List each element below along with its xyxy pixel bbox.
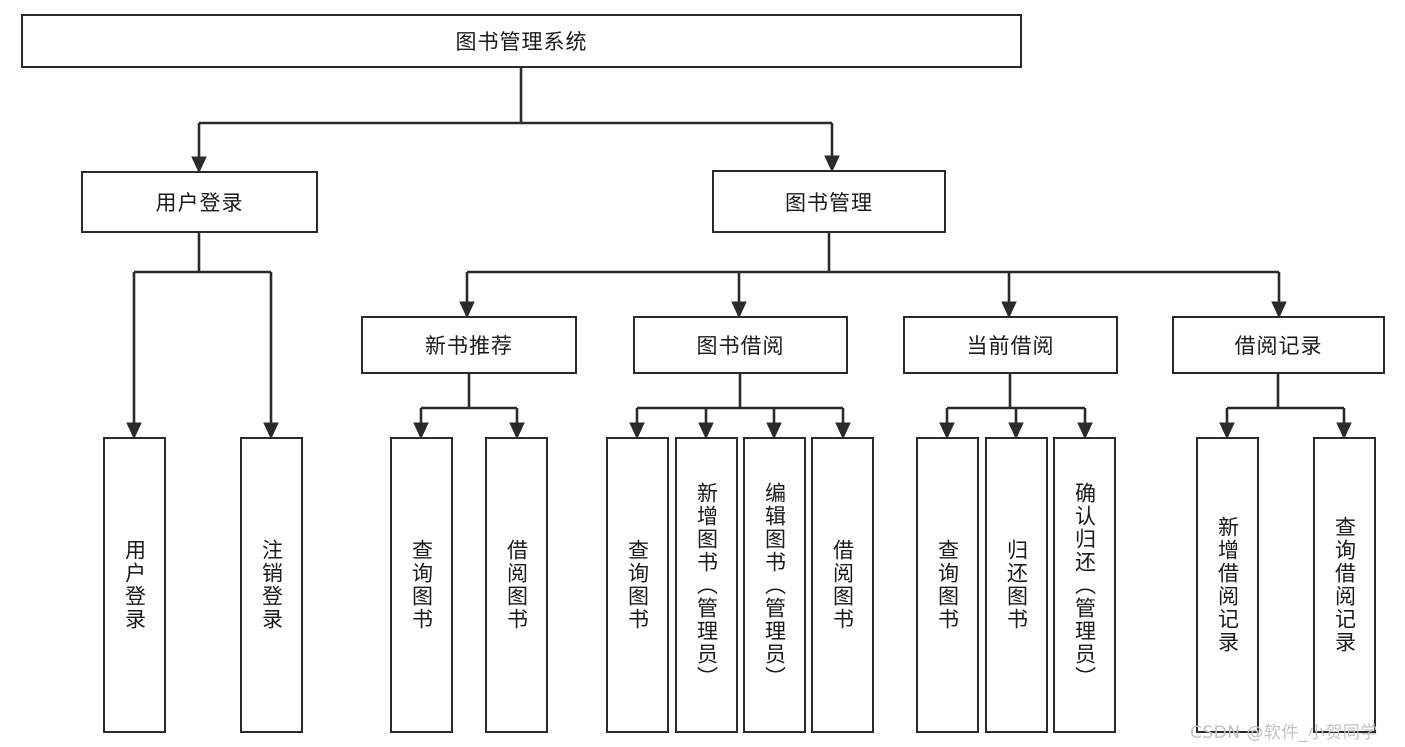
node-borrow-record[interactable]: 借阅记录 bbox=[1172, 316, 1385, 374]
watermark-text: CSDN @软件_小贺同学 bbox=[1190, 723, 1378, 743]
node-new-book-recommend-label: 新书推荐 bbox=[425, 334, 513, 358]
leaf-user-logout[interactable]: 注销登录 bbox=[240, 437, 303, 733]
leaf-edit-book-label: 编辑图书（管理员） bbox=[762, 481, 787, 689]
node-root-label: 图书管理系统 bbox=[455, 30, 588, 54]
node-borrow-record-label: 借阅记录 bbox=[1234, 334, 1323, 358]
leaf-user-login-label: 用户登录 bbox=[122, 539, 147, 631]
leaf-query-book-3[interactable]: 查询图书 bbox=[916, 437, 979, 733]
leaf-query-book-2[interactable]: 查询图书 bbox=[606, 437, 669, 733]
node-book-manage[interactable]: 图书管理 bbox=[712, 170, 946, 233]
leaf-borrow-book-1-label: 借阅图书 bbox=[504, 539, 529, 631]
leaf-confirm-return[interactable]: 确认归还（管理员） bbox=[1053, 437, 1116, 733]
leaf-confirm-return-label: 确认归还（管理员） bbox=[1072, 481, 1097, 689]
leaf-user-logout-label: 注销登录 bbox=[259, 539, 284, 631]
leaf-user-login[interactable]: 用户登录 bbox=[103, 437, 166, 733]
leaf-add-book-label: 新增图书（管理员） bbox=[694, 481, 719, 689]
node-book-borrow[interactable]: 图书借阅 bbox=[633, 316, 848, 374]
leaf-query-book-1-label: 查询图书 bbox=[409, 539, 434, 631]
leaf-query-book-1[interactable]: 查询图书 bbox=[390, 437, 453, 733]
leaf-query-book-3-label: 查询图书 bbox=[935, 539, 960, 631]
leaf-query-book-2-label: 查询图书 bbox=[625, 539, 650, 631]
leaf-return-book[interactable]: 归还图书 bbox=[985, 437, 1048, 733]
node-root[interactable]: 图书管理系统 bbox=[21, 14, 1022, 68]
leaf-borrow-book-1[interactable]: 借阅图书 bbox=[485, 437, 548, 733]
leaf-borrow-book-2-label: 借阅图书 bbox=[830, 539, 855, 631]
leaf-return-book-label: 归还图书 bbox=[1004, 539, 1029, 631]
leaf-add-record-label: 新增借阅记录 bbox=[1215, 516, 1240, 654]
leaf-add-book[interactable]: 新增图书（管理员） bbox=[675, 437, 738, 733]
node-user-login-label: 用户登录 bbox=[155, 191, 244, 215]
leaf-add-record[interactable]: 新增借阅记录 bbox=[1196, 437, 1259, 733]
leaf-edit-book[interactable]: 编辑图书（管理员） bbox=[743, 437, 806, 733]
node-current-borrow[interactable]: 当前借阅 bbox=[903, 316, 1118, 374]
node-user-login[interactable]: 用户登录 bbox=[81, 171, 318, 233]
node-book-borrow-label: 图书借阅 bbox=[696, 334, 785, 358]
leaf-query-record[interactable]: 查询借阅记录 bbox=[1313, 437, 1376, 733]
node-current-borrow-label: 当前借阅 bbox=[966, 334, 1055, 358]
watermark: CSDN @软件_小贺同学 bbox=[1190, 718, 1378, 743]
node-new-book-recommend[interactable]: 新书推荐 bbox=[361, 316, 577, 374]
node-book-manage-label: 图书管理 bbox=[785, 190, 873, 215]
leaf-borrow-book-2[interactable]: 借阅图书 bbox=[811, 437, 874, 733]
leaf-query-record-label: 查询借阅记录 bbox=[1332, 516, 1357, 654]
